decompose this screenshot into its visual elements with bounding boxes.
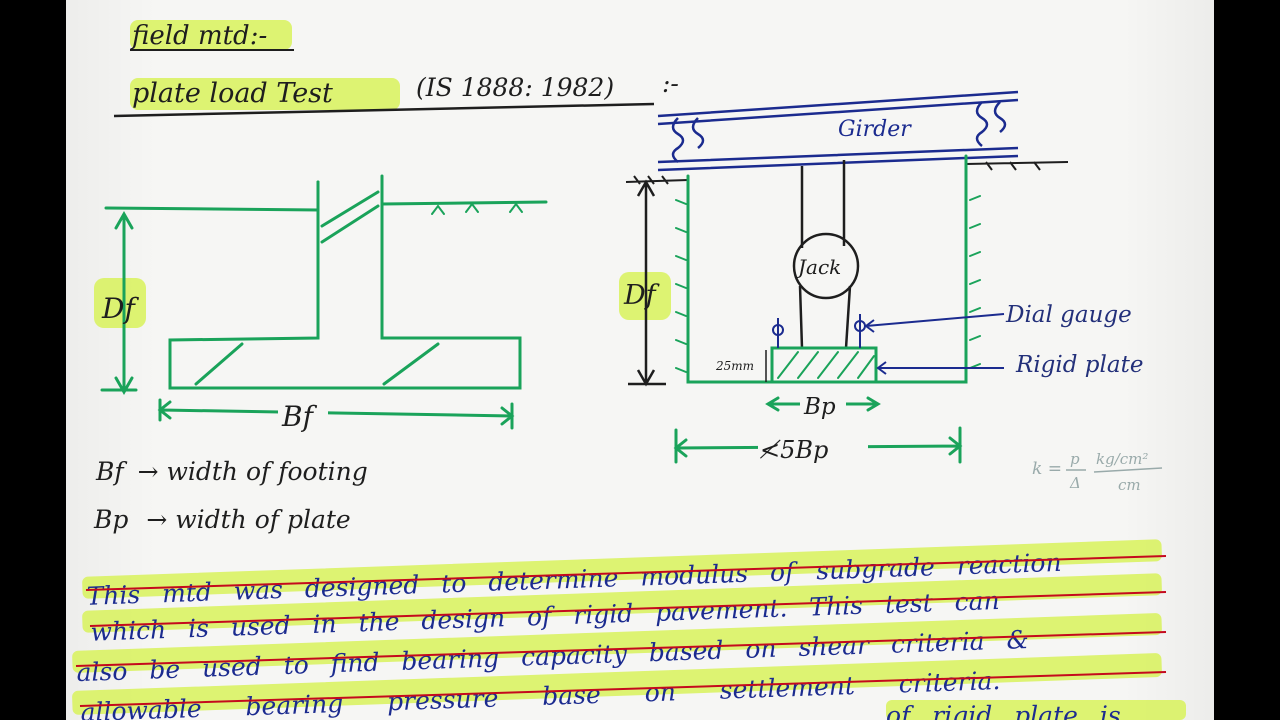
definition-bf-symbol: Bf [95, 457, 127, 486]
dial-gauges [772, 313, 1005, 375]
title-suffix: :- [662, 69, 679, 98]
girder-beams [657, 90, 1019, 172]
formula-unit-numerator: kg/cm² [1096, 450, 1148, 468]
code-label: (IS 1888: 1982) [416, 73, 614, 102]
ground-line-right [380, 200, 548, 206]
paragraph-line-1: This mtd was designed to determine modul… [86, 548, 1062, 611]
rigid-plate-hatch [777, 351, 875, 379]
test-pit [673, 154, 981, 464]
formula-denominator: Δ [1069, 474, 1081, 492]
jack-rods-top [800, 160, 846, 248]
paragraph-line-5: of rigid plate is [886, 701, 1121, 720]
formula-unit-denominator: cm [1118, 476, 1141, 494]
bf-dimension [157, 400, 515, 426]
jack-rods-bottom [798, 285, 852, 349]
pit-hatch-right [969, 195, 981, 369]
bf-label-gap [278, 400, 328, 430]
jack-assembly [792, 160, 860, 349]
girder-label: Girder [838, 117, 912, 142]
trench-hatch [320, 190, 380, 244]
df-label-right: Df [623, 280, 660, 311]
formula-lhs: k = [1032, 459, 1062, 479]
footing-hatch [194, 342, 440, 386]
paragraph: This mtd was designed to determine modul… [76, 548, 1121, 720]
bp-label-gap [800, 392, 846, 418]
modulus-formula: k = p Δ kg/cm² cm [1032, 450, 1163, 494]
red-underlines [75, 555, 1167, 707]
girder [657, 90, 1019, 172]
df-dimension-right [628, 179, 666, 387]
ground-hatch-marks [431, 202, 523, 215]
paragraph-line-3: also be used to find bearing capacity ba… [76, 625, 1029, 687]
highlight-title [130, 78, 400, 110]
girder-support-left-2 [691, 117, 705, 149]
definition-bp-symbol: Bp [93, 505, 128, 534]
bf-label: Bf [281, 400, 318, 433]
pit-width-end-ticks [674, 426, 962, 464]
definition-bf-text: → width of footing [138, 457, 368, 486]
definition-bf: Bf → width of footing [95, 457, 368, 486]
footing-outline [168, 174, 522, 390]
jack-label: Jack [794, 255, 841, 279]
highlight-line-4 [72, 653, 1162, 715]
definition-bp-text: → width of plate [146, 505, 350, 534]
title-label: plate load Test [132, 78, 333, 109]
field-method-label: field mtd:- [130, 21, 267, 51]
ground-hatch-right [965, 161, 1069, 171]
formula-numerator: p [1070, 450, 1080, 468]
pit-hatch-left [675, 199, 687, 373]
ground-line-top [625, 161, 1069, 185]
df-label-left: Df [101, 292, 139, 325]
pit-width-label-gap [758, 432, 868, 462]
df-dimension-left [114, 210, 134, 396]
ground-hatch-left [625, 175, 689, 185]
paragraph-line-4: allowable bearing pressure base on settl… [80, 666, 1001, 720]
highlight-line-5 [886, 700, 1186, 720]
rigid-plate [770, 346, 878, 384]
bf-end-ticks [158, 398, 514, 430]
footing-diagram [100, 174, 548, 430]
girder-support-left [671, 117, 685, 163]
notebook-page: field mtd:- plate load Test (IS 1888: 19… [66, 0, 1214, 720]
highlight-df-left [94, 278, 146, 328]
definition-bp: Bp → width of plate [93, 505, 351, 534]
dial-gauge-pointer [864, 313, 1005, 333]
title-underline [113, 102, 655, 118]
girder-support-right [975, 101, 989, 147]
handwritten-notes: field mtd:- plate load Test (IS 1888: 19… [72, 20, 1186, 720]
rigid-plate-pointer [876, 361, 1004, 375]
paragraph-line-2: which is used in the design of rigid pav… [90, 586, 1000, 647]
ground-line-left [104, 180, 320, 212]
plate-thickness-label: 25mm [715, 359, 754, 373]
girder-support-right-2 [993, 101, 1007, 133]
jack-circle [792, 232, 860, 300]
pit-width-label: ≮5Bp [759, 436, 828, 464]
dial-gauge-label: Dial gauge [1005, 302, 1132, 328]
bp-label: Bp [803, 394, 836, 420]
highlight-field-method [130, 20, 292, 50]
highlight-line-1 [82, 539, 1162, 599]
rigid-plate-label: Rigid plate [1015, 352, 1143, 378]
